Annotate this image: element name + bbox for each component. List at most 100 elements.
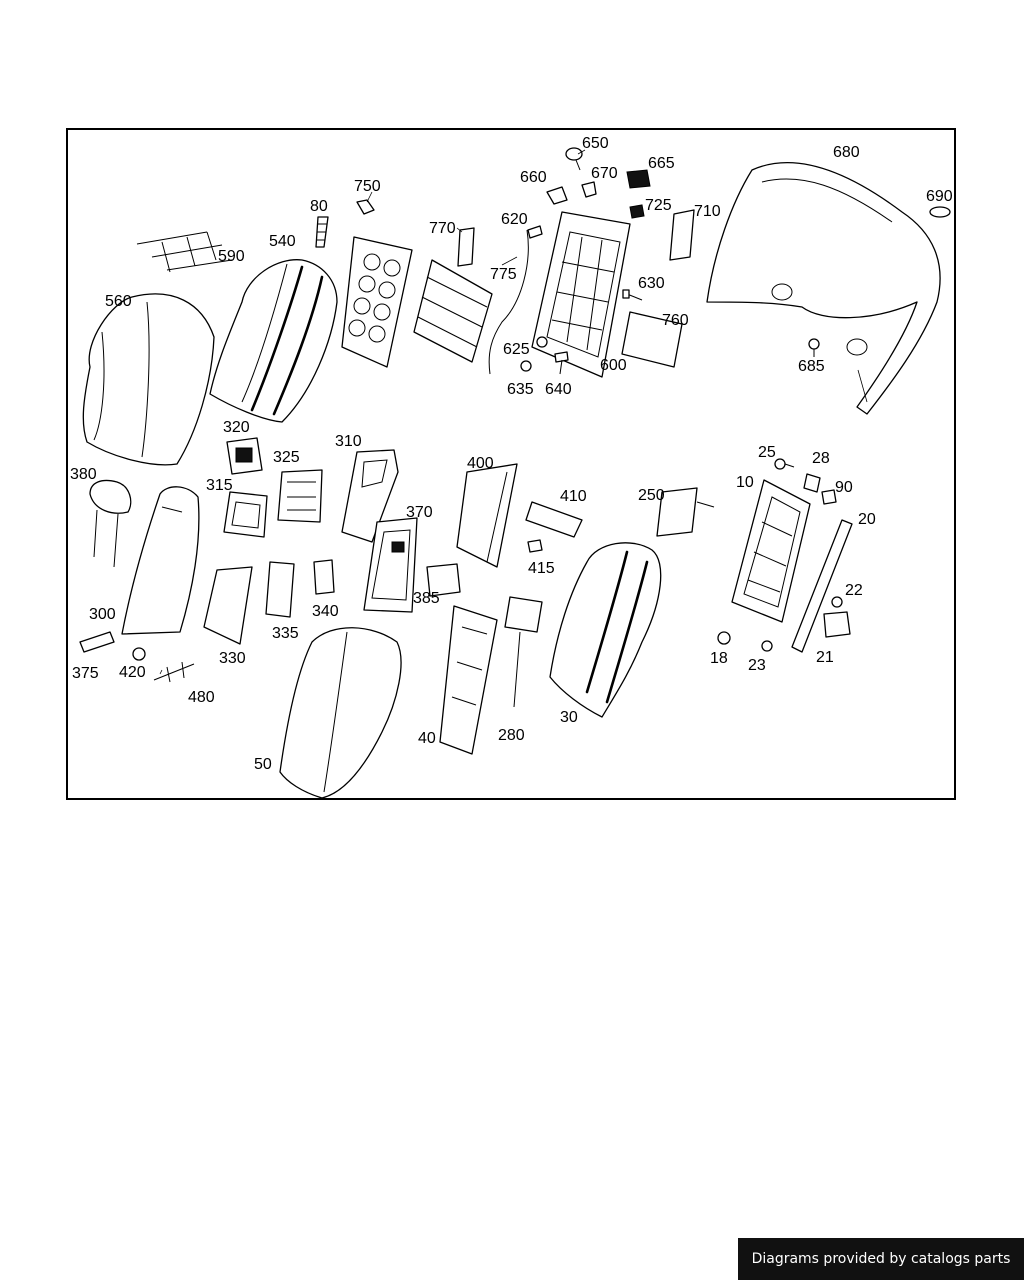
part-725-clip bbox=[629, 204, 645, 219]
callout-600: 600 bbox=[600, 357, 627, 374]
callout-760: 760 bbox=[662, 312, 689, 329]
callout-280: 280 bbox=[498, 727, 525, 744]
part-325-trim bbox=[277, 469, 323, 523]
callout-28: 28 bbox=[812, 450, 830, 467]
callout-23: 23 bbox=[748, 657, 766, 674]
part-665-switch bbox=[626, 169, 651, 189]
part-775-cable bbox=[488, 229, 529, 375]
callout-315: 315 bbox=[206, 477, 233, 494]
callout-320: 320 bbox=[223, 419, 250, 436]
callout-335: 335 bbox=[272, 625, 299, 642]
callout-650: 650 bbox=[582, 135, 609, 152]
callout-560: 560 bbox=[105, 293, 132, 310]
callout-40: 40 bbox=[418, 730, 436, 747]
callout-310: 310 bbox=[335, 433, 362, 450]
callout-590: 590 bbox=[218, 248, 245, 265]
part-18-nut bbox=[717, 631, 731, 645]
callout-80: 80 bbox=[310, 198, 328, 215]
part-320-bracket bbox=[226, 437, 263, 475]
callout-660: 660 bbox=[520, 169, 547, 186]
credit-banner: Diagrams provided by catalogs parts bbox=[738, 1238, 1024, 1280]
callout-710: 710 bbox=[694, 203, 721, 220]
part-480-rods bbox=[153, 661, 195, 683]
callout-30: 30 bbox=[560, 709, 578, 726]
callout-18: 18 bbox=[710, 650, 728, 667]
part-420-nut bbox=[132, 647, 146, 661]
callout-330: 330 bbox=[219, 650, 246, 667]
part-250-mechanism bbox=[656, 487, 715, 537]
part-380-headrest bbox=[89, 479, 132, 568]
part-10-seat-frame bbox=[731, 479, 811, 623]
callout-635: 635 bbox=[507, 381, 534, 398]
part-25-screw bbox=[774, 458, 795, 470]
part-310-armrest-frame bbox=[341, 449, 399, 543]
part-600-backrest-frame bbox=[531, 211, 631, 378]
part-630-bolt bbox=[622, 289, 643, 301]
callout-680: 680 bbox=[833, 144, 860, 161]
part-40-heating-mat bbox=[439, 605, 498, 755]
part-23-screw bbox=[761, 640, 773, 652]
part-590-wire-frame bbox=[136, 231, 233, 273]
callout-690: 690 bbox=[926, 188, 953, 205]
callout-420: 420 bbox=[119, 664, 146, 681]
part-90-bumper bbox=[821, 489, 837, 505]
callout-50: 50 bbox=[254, 756, 272, 773]
part-340-pad bbox=[313, 559, 335, 595]
part-280-sensor bbox=[504, 596, 543, 708]
callout-375: 375 bbox=[72, 665, 99, 682]
part-710-module bbox=[669, 209, 695, 261]
callout-25: 25 bbox=[758, 444, 776, 461]
part-760-panel bbox=[621, 311, 683, 368]
part-750-massage-mat bbox=[341, 199, 413, 368]
part-375-bracket bbox=[79, 631, 115, 653]
callout-340: 340 bbox=[312, 603, 339, 620]
callout-370: 370 bbox=[406, 504, 433, 521]
callout-250: 250 bbox=[638, 487, 665, 504]
part-21-bracket bbox=[823, 611, 851, 638]
callout-540: 540 bbox=[269, 233, 296, 250]
part-640-screw bbox=[554, 351, 569, 375]
callout-670: 670 bbox=[591, 165, 618, 182]
callout-685: 685 bbox=[798, 358, 825, 375]
part-335-panel bbox=[265, 561, 295, 618]
exploded-seat-diagram: 560 590 540 80 750 770 775 620 660 650 6… bbox=[70, 135, 953, 798]
callout-325: 325 bbox=[273, 449, 300, 466]
callout-22: 22 bbox=[845, 582, 863, 599]
part-415-screw bbox=[527, 539, 543, 553]
part-625-fastener bbox=[536, 336, 548, 348]
part-685-clip bbox=[808, 338, 820, 357]
part-670-clip bbox=[581, 181, 597, 198]
callout-410: 410 bbox=[560, 488, 587, 505]
part-540-backrest-pad bbox=[209, 259, 338, 423]
callout-10: 10 bbox=[736, 474, 754, 491]
part-650-knob bbox=[565, 147, 583, 171]
part-330-side-cover bbox=[203, 566, 253, 645]
part-410-bracket bbox=[525, 501, 583, 538]
callout-480: 480 bbox=[188, 689, 215, 706]
part-400-cushion-panel bbox=[456, 463, 518, 568]
callout-665: 665 bbox=[648, 155, 675, 172]
part-690-washer bbox=[929, 206, 951, 218]
part-560-backrest-cover bbox=[82, 293, 215, 466]
callout-300: 300 bbox=[89, 606, 116, 623]
callout-630: 630 bbox=[638, 275, 665, 292]
part-660-bracket bbox=[546, 186, 568, 205]
callout-625: 625 bbox=[503, 341, 530, 358]
callout-415: 415 bbox=[528, 560, 555, 577]
part-28-clip bbox=[803, 473, 821, 493]
part-50-seat-cover bbox=[279, 627, 402, 798]
callout-21: 21 bbox=[816, 649, 834, 666]
callout-640: 640 bbox=[545, 381, 572, 398]
part-20-side-rail bbox=[791, 519, 853, 653]
part-635-fastener bbox=[520, 360, 532, 372]
part-22-screw bbox=[831, 596, 843, 608]
callout-750: 750 bbox=[354, 178, 381, 195]
callout-20: 20 bbox=[858, 511, 876, 528]
part-680-rear-shell bbox=[706, 161, 941, 415]
callout-725: 725 bbox=[645, 197, 672, 214]
leader-lines bbox=[159, 149, 868, 675]
callout-400: 400 bbox=[467, 455, 494, 472]
callout-770: 770 bbox=[429, 220, 456, 237]
callout-380: 380 bbox=[70, 466, 97, 483]
part-80-connector bbox=[315, 216, 329, 248]
